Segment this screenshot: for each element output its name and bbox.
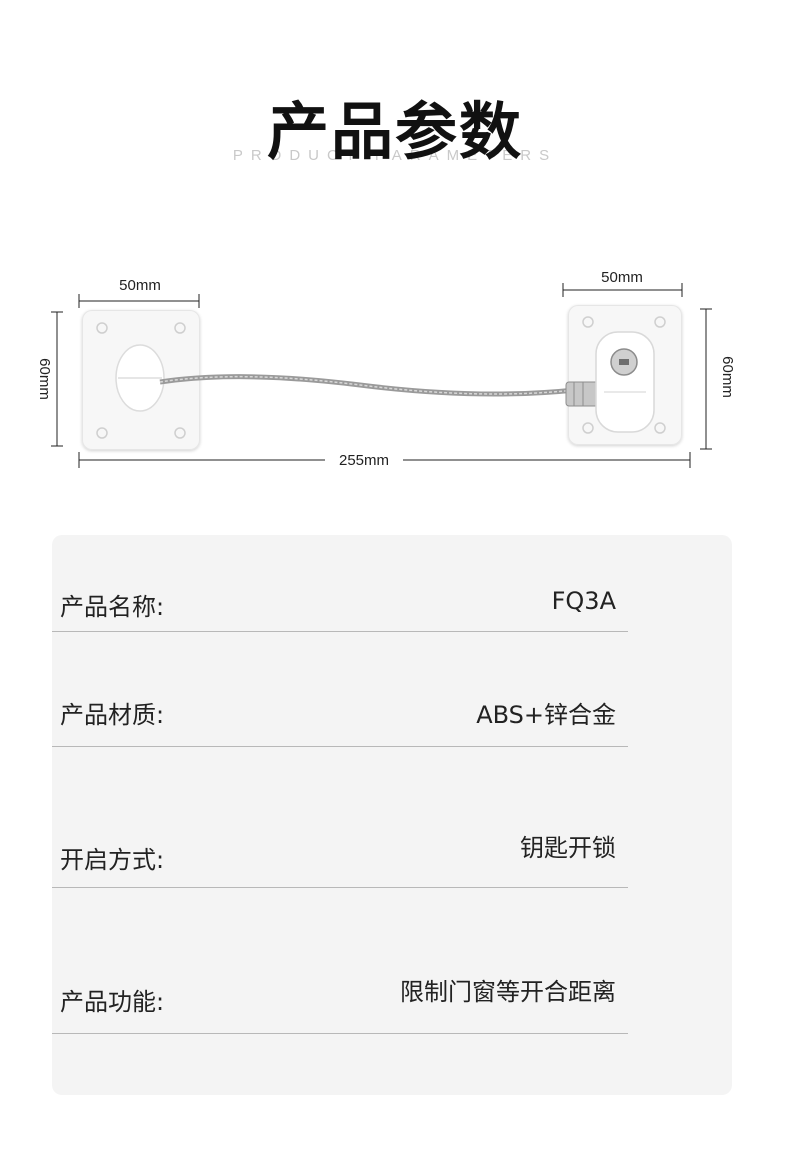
page-title: 产品参数 [266,95,523,168]
spec-label: 产品材质: [60,701,165,729]
divider [52,631,628,632]
spec-value: ABS+锌合金 [476,701,616,729]
left-screw-holes [96,322,186,439]
spec-row-name: 产品名称: FQ3A [52,585,628,633]
right-screw-holes [582,316,666,434]
spec-row-opening: 开启方式: 钥匙开锁 [52,828,628,890]
spec-label: 产品名称: [60,593,165,621]
dimension-lines: 50mm 50mm 60mm 60mm 255mm [36,269,736,469]
right-height-label: 60mm [719,356,736,398]
lock-body [595,331,655,433]
spec-value: 钥匙开锁 [520,834,616,862]
divider [52,746,628,747]
divider [52,1033,628,1034]
spec-row-material: 产品材质: ABS+锌合金 [52,693,628,748]
spec-value: 限制门窗等开合距离 [400,978,616,1006]
spec-value: FQ3A [551,587,616,615]
left-height-label: 60mm [36,358,53,400]
spec-label: 产品功能: [60,988,165,1016]
left-width-label: 50mm [119,277,161,294]
spec-panel [52,535,732,1095]
page-subtitle: PRODUCT PARAMETERS [232,147,558,164]
spec-label: 开启方式: [60,846,165,874]
divider [52,887,628,888]
total-length-label: 255mm [339,452,389,469]
product-dimension-diagram: 50mm 50mm 60mm 60mm 255mm [0,250,790,480]
spec-row-function: 产品功能: 限制门窗等开合距离 [52,972,628,1036]
right-width-label: 50mm [601,269,643,286]
